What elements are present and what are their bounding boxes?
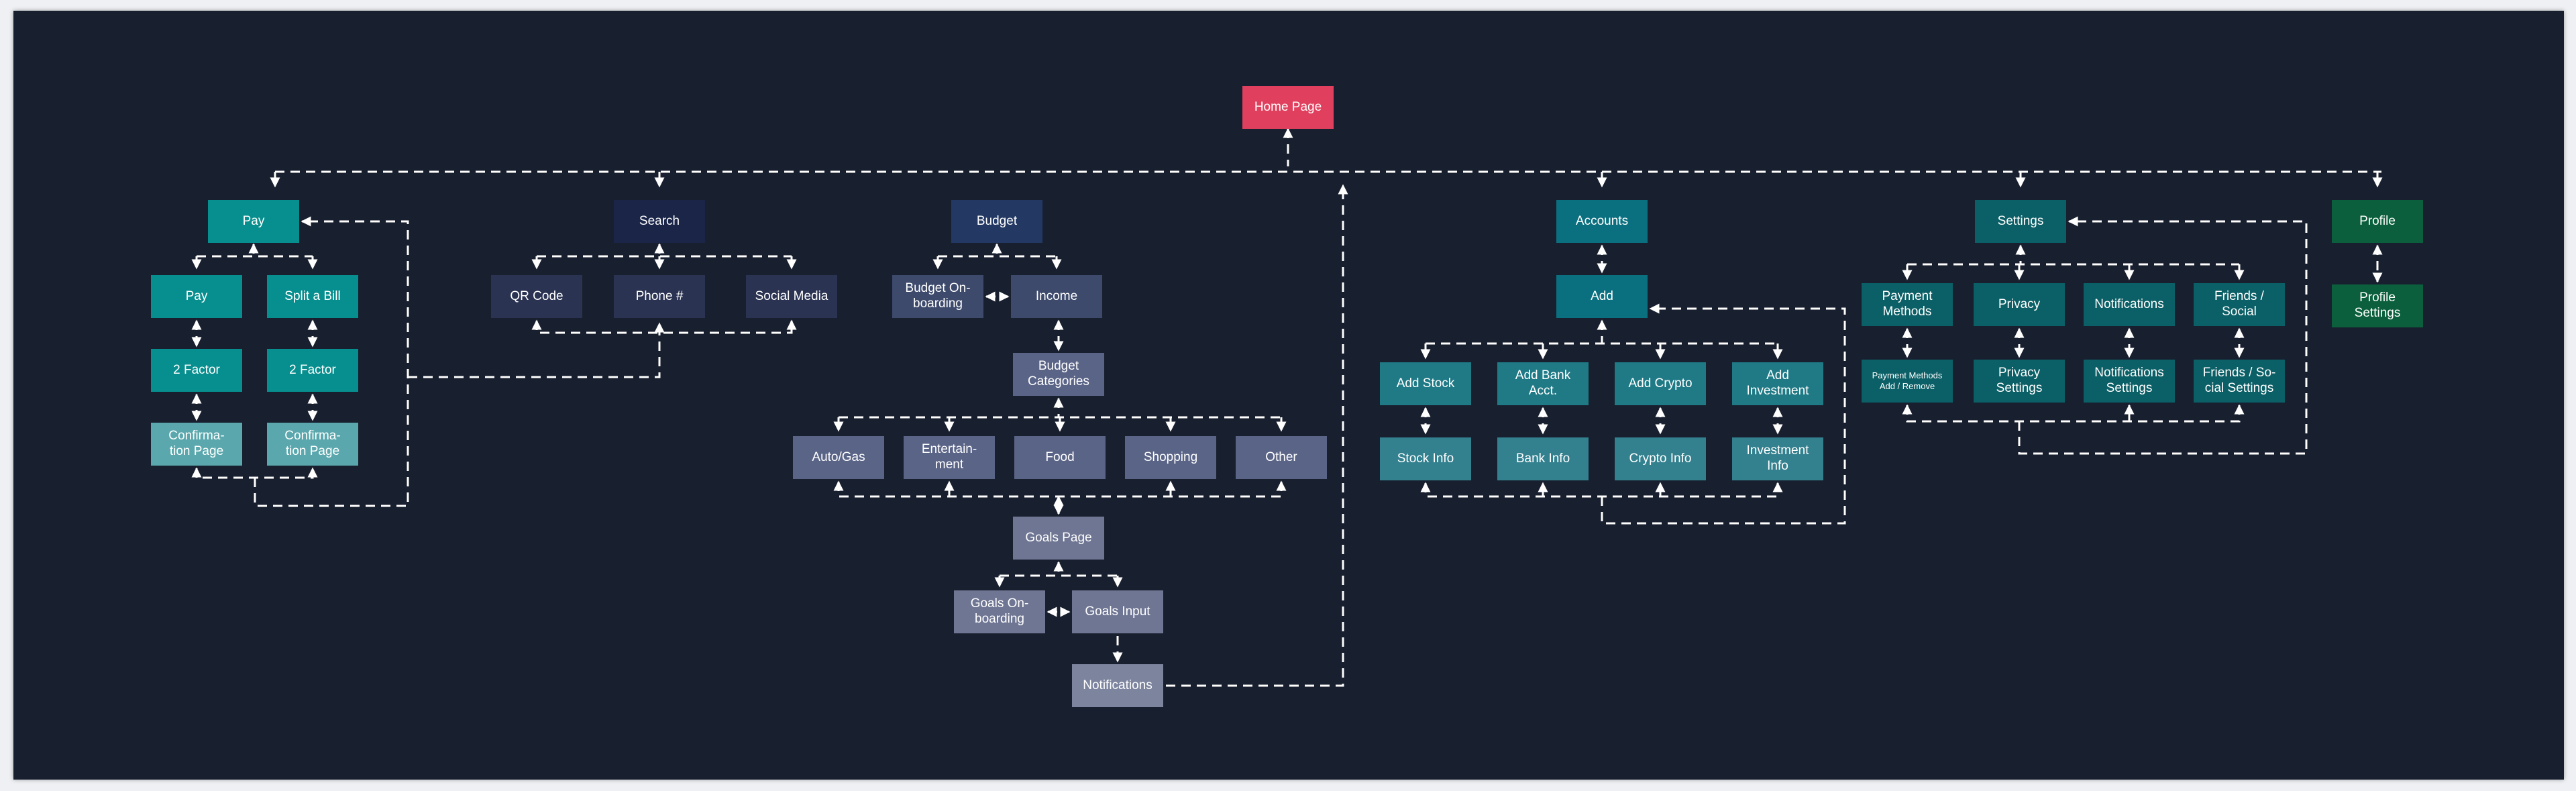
other-node[interactable]: Other — [1236, 436, 1327, 479]
connector-line — [254, 216, 409, 507]
accounts-node[interactable]: Accounts — [1556, 200, 1648, 243]
connector-line — [531, 319, 797, 334]
notifications-settings-top-node[interactable]: Notifications — [2084, 283, 2175, 326]
entertainment-node[interactable]: Entertain- ment — [904, 436, 995, 479]
goals-onboarding-node[interactable]: Goals On- boarding — [954, 590, 1045, 633]
split-bill-node[interactable]: Split a Bill — [267, 275, 358, 318]
stock-info-node[interactable]: Stock Info — [1380, 437, 1471, 480]
profile-node[interactable]: Profile — [2332, 200, 2423, 243]
two-factor-split-node[interactable]: 2 Factor — [267, 349, 358, 392]
search-node[interactable]: Search — [614, 200, 705, 243]
add-investment-node[interactable]: Add Investment — [1732, 362, 1823, 405]
investment-info-node[interactable]: Investment Info — [1732, 437, 1823, 480]
notifications-goals-node[interactable]: Notifications — [1072, 664, 1163, 707]
flow-canvas: Home Page Pay Pay Split a Bill 2 Factor … — [13, 11, 2564, 780]
phone-node[interactable]: Phone # — [614, 275, 705, 318]
budget-categories-node[interactable]: Budget Categories — [1013, 353, 1104, 396]
privacy-node[interactable]: Privacy — [1974, 283, 2065, 326]
home-page-node[interactable]: Home Page — [1242, 86, 1334, 129]
friends-social-settings-node[interactable]: Friends / So- cial Settings — [2194, 360, 2285, 403]
connector-line — [833, 480, 1287, 498]
settings-node[interactable]: Settings — [1975, 200, 2066, 243]
connector-line — [191, 467, 318, 479]
payment-methods-node[interactable]: Payment Methods — [1862, 283, 1953, 326]
notifications-settings-node[interactable]: Notifications Settings — [2084, 360, 2175, 403]
confirmation-split-node[interactable]: Confirma- tion Page — [267, 423, 358, 466]
add-node[interactable]: Add — [1556, 275, 1648, 318]
qr-code-node[interactable]: QR Code — [491, 275, 582, 318]
shopping-node[interactable]: Shopping — [1125, 436, 1216, 479]
profile-settings-node[interactable]: Profile Settings — [2332, 284, 2423, 327]
two-factor-pay-node[interactable]: 2 Factor — [151, 349, 242, 392]
connector-layer — [191, 127, 2383, 687]
budget-node[interactable]: Budget — [951, 200, 1042, 243]
pay-node[interactable]: Pay — [208, 200, 299, 243]
social-media-node[interactable]: Social Media — [746, 275, 837, 318]
budget-onboarding-node[interactable]: Budget On- boarding — [892, 275, 983, 318]
crypto-info-node[interactable]: Crypto Info — [1615, 437, 1706, 480]
connector-line — [1166, 184, 1348, 687]
confirmation-pay-node[interactable]: Confirma- tion Page — [151, 423, 242, 466]
payment-methods-add-node[interactable]: Payment Methods Add / Remove — [1862, 360, 1953, 403]
add-crypto-node[interactable]: Add Crypto — [1615, 362, 1706, 405]
add-bank-node[interactable]: Add Bank Acct. — [1497, 362, 1589, 405]
food-node[interactable]: Food — [1014, 436, 1106, 479]
friends-social-node[interactable]: Friends / Social — [2194, 283, 2285, 326]
goals-page-node[interactable]: Goals Page — [1013, 517, 1104, 560]
connector-line — [1601, 303, 1846, 525]
connector-line — [2018, 216, 2308, 455]
auto-gas-node[interactable]: Auto/Gas — [793, 436, 884, 479]
add-stock-node[interactable]: Add Stock — [1380, 362, 1471, 405]
pay-sub-node[interactable]: Pay — [151, 275, 242, 318]
connector-line — [1902, 404, 2245, 423]
income-node[interactable]: Income — [1011, 275, 1102, 318]
connector-line — [1420, 482, 1783, 498]
privacy-settings-node[interactable]: Privacy Settings — [1974, 360, 2065, 403]
connector-line — [408, 322, 665, 378]
goals-input-node[interactable]: Goals Input — [1072, 590, 1163, 633]
bank-info-node[interactable]: Bank Info — [1497, 437, 1589, 480]
